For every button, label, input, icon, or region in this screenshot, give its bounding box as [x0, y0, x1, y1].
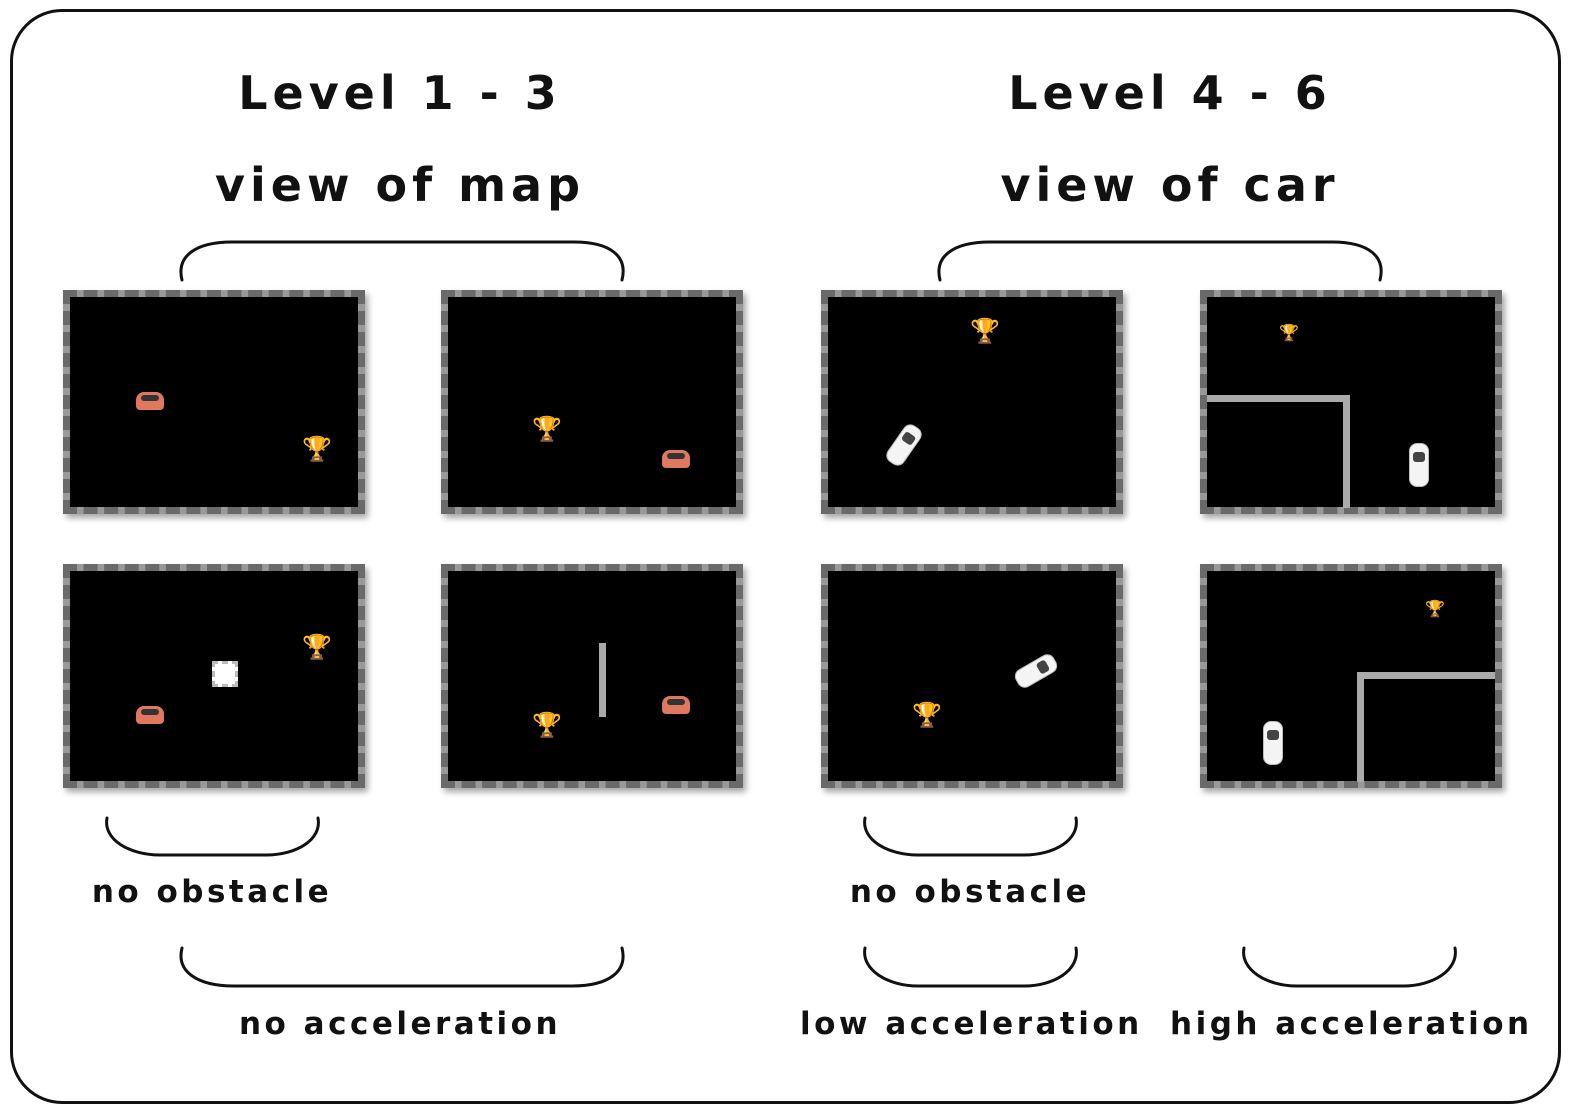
map-panel-4: 🏆: [441, 564, 743, 788]
high-acceleration-label: high acceleration: [1170, 1006, 1533, 1042]
low-acceleration-brace: [863, 946, 1078, 988]
red-car-icon: [136, 706, 164, 724]
right-subtitle: view of car: [1000, 158, 1340, 212]
map-panel-1: 🏆: [63, 290, 365, 514]
high-acceleration-brace: [1242, 946, 1457, 988]
vertical-wall-obstacle: [599, 643, 606, 717]
left-acceleration-label: no acceleration: [238, 1006, 562, 1042]
trophy-icon: 🏆: [532, 711, 562, 739]
trophy-icon: 🏆: [1425, 599, 1445, 618]
right-top-brace: [937, 240, 1383, 282]
red-car-icon: [136, 392, 164, 410]
car-panel-3: 🏆: [821, 564, 1123, 788]
red-car-icon: [662, 696, 690, 714]
figure-frame: [10, 9, 1561, 1104]
right-obstacle-brace: [863, 816, 1078, 857]
left-subtitle: view of map: [215, 158, 585, 212]
car-panel-4: 🏆: [1200, 564, 1502, 788]
trophy-icon: 🏆: [970, 317, 1000, 345]
car-panel-2: 🏆: [1200, 290, 1502, 514]
trophy-icon: 🏆: [302, 633, 332, 661]
white-car-icon: [883, 421, 925, 469]
right-obstacle-label: no obstacle: [849, 874, 1091, 910]
white-car-icon: [1011, 651, 1061, 691]
square-obstacle: [212, 661, 238, 687]
white-car-icon: [1409, 443, 1429, 487]
trophy-icon: 🏆: [302, 435, 332, 463]
left-acceleration-brace: [179, 946, 625, 988]
horizontal-wall-obstacle: [1207, 395, 1349, 402]
low-acceleration-label: low acceleration: [800, 1006, 1143, 1042]
map-panel-2: 🏆: [441, 290, 743, 514]
left-obstacle-label: no obstacle: [91, 874, 333, 910]
map-panel-3: 🏆: [63, 564, 365, 788]
vertical-wall-obstacle: [1357, 672, 1364, 782]
trophy-icon: 🏆: [532, 415, 562, 443]
left-top-brace: [179, 240, 625, 282]
trophy-icon: 🏆: [912, 701, 942, 729]
red-car-icon: [662, 450, 690, 468]
trophy-icon: 🏆: [1279, 323, 1299, 342]
vertical-wall-obstacle: [1343, 395, 1350, 508]
car-panel-1: 🏆: [821, 290, 1123, 514]
left-title: Level 1 - 3: [238, 66, 562, 120]
right-title: Level 4 - 6: [1008, 66, 1332, 120]
white-car-icon: [1263, 721, 1283, 765]
left-obstacle-brace: [105, 816, 320, 857]
horizontal-wall-obstacle: [1357, 672, 1495, 679]
